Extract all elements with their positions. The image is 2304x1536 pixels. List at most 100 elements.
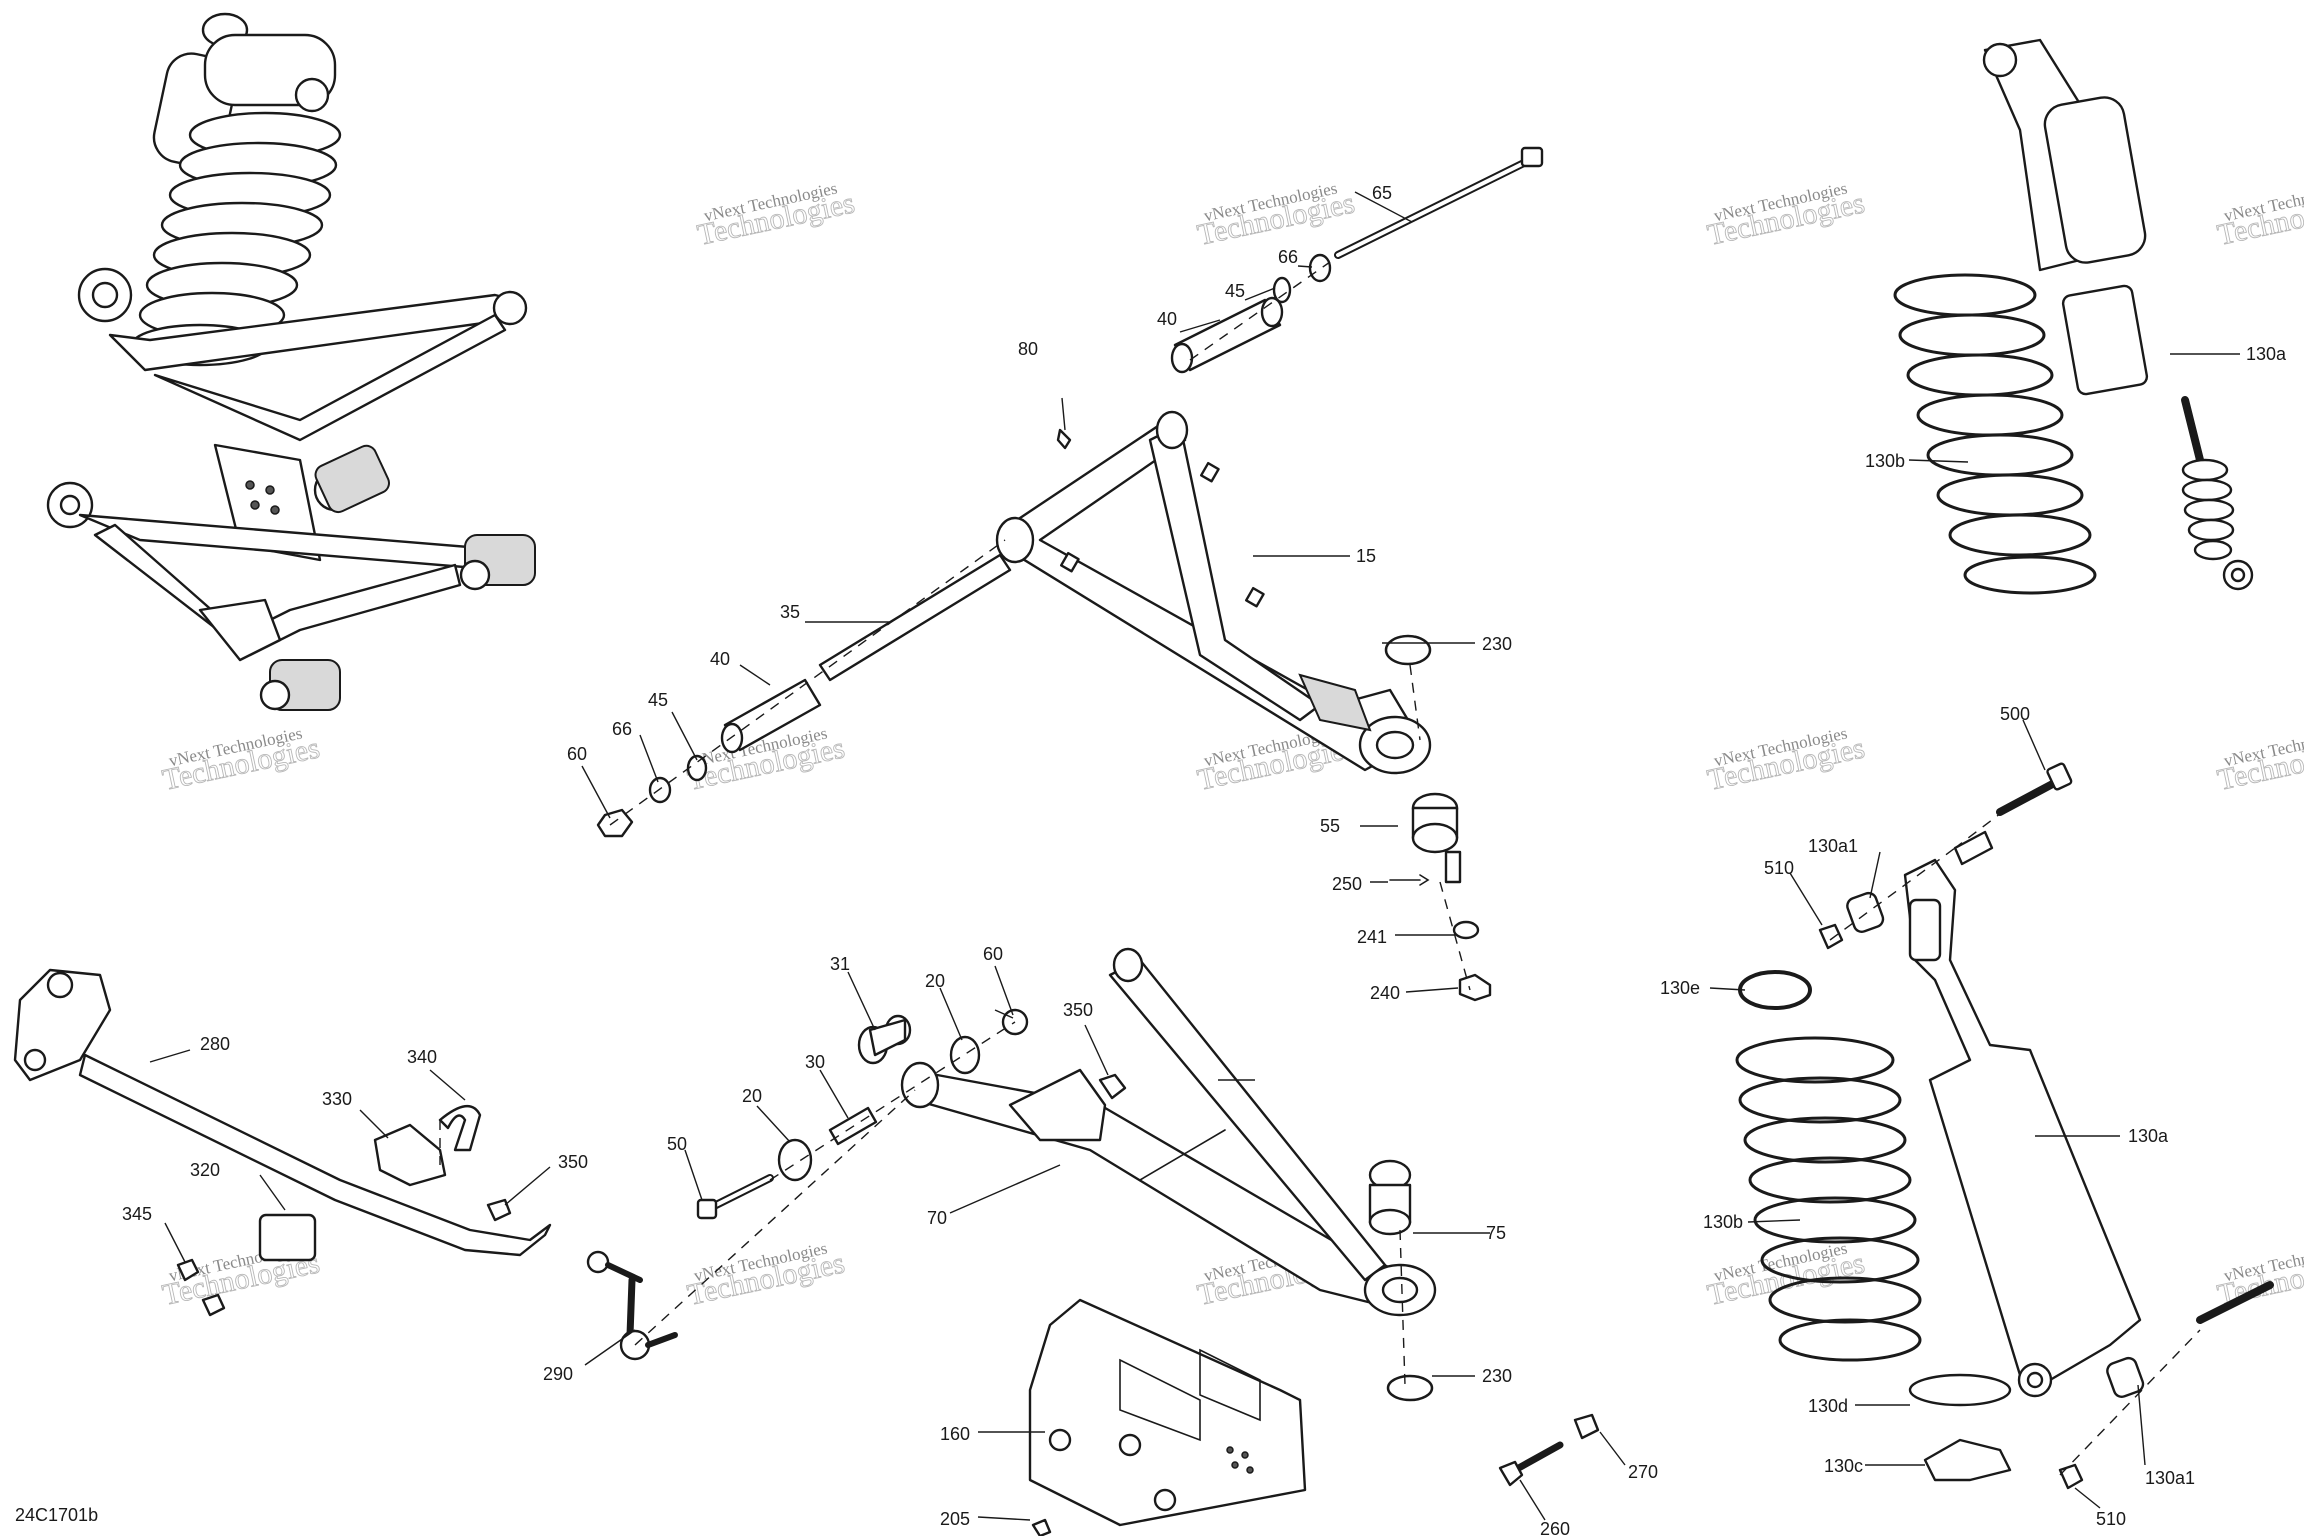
callout-70: 70 bbox=[927, 1208, 947, 1228]
coil-spring-130b bbox=[1735, 1036, 1922, 1362]
callout-15: 15 bbox=[1356, 546, 1376, 566]
sleeve bbox=[1953, 830, 1994, 866]
ball-joint-55 bbox=[1411, 792, 1462, 884]
nut-60 bbox=[596, 808, 634, 838]
callout-130b: 130b bbox=[1703, 1212, 1743, 1232]
callout-66: 66 bbox=[1278, 247, 1298, 267]
callout-130b: 130b bbox=[1865, 451, 1905, 471]
callout-350: 350 bbox=[558, 1152, 588, 1172]
callout-130a1: 130a1 bbox=[2145, 1468, 2195, 1488]
skid-plate-160 bbox=[1028, 1298, 1307, 1527]
bracket-330 bbox=[373, 1123, 447, 1187]
retainer-130e bbox=[1738, 970, 1812, 1010]
lower-a-arm-group bbox=[696, 947, 1600, 1536]
bracket-31 bbox=[857, 1014, 912, 1065]
watermark: Technologies vNext Technologies bbox=[1194, 178, 1358, 252]
watermark: Technologies vNext Technologies bbox=[2214, 1238, 2304, 1312]
sleeve-35 bbox=[818, 553, 1012, 682]
callout-80: 80 bbox=[1018, 339, 1038, 359]
callout-240: 240 bbox=[1370, 983, 1400, 1003]
callout-290: 290 bbox=[543, 1364, 573, 1384]
bolt-260 bbox=[1498, 1441, 1564, 1487]
callout-510: 510 bbox=[1764, 858, 1794, 878]
sway-link-290 bbox=[586, 1250, 678, 1361]
upper-a-arm-15 bbox=[995, 410, 1432, 775]
callout-320: 320 bbox=[190, 1160, 220, 1180]
lower-a-arm-70 bbox=[900, 947, 1437, 1317]
callout-50: 50 bbox=[667, 1134, 687, 1154]
figure-id: 24C1701b bbox=[15, 1505, 98, 1525]
callout-130a1: 130a1 bbox=[1808, 836, 1858, 856]
watermark: Technologies vNext Technologies bbox=[1704, 178, 1868, 252]
bolt-50 bbox=[696, 1174, 774, 1220]
nut-240 bbox=[1458, 973, 1492, 1002]
sway-bar-280 bbox=[78, 1053, 552, 1257]
nut-510 bbox=[1818, 923, 1844, 950]
callout-130a: 130a bbox=[2128, 1126, 2169, 1146]
u-bolt-340 bbox=[438, 1105, 482, 1152]
screw-205 bbox=[1031, 1518, 1052, 1536]
bolt-65 bbox=[1334, 146, 1544, 259]
callout-labels: 15 230 55 250 241 240 65 66 45 40 80 35 … bbox=[122, 183, 2287, 1536]
callout-31: 31 bbox=[830, 954, 850, 974]
watermark: Technologies vNext Technologies bbox=[694, 178, 858, 252]
callout-40: 40 bbox=[1157, 309, 1177, 329]
callout-345: 345 bbox=[122, 1204, 152, 1224]
callout-30: 30 bbox=[805, 1052, 825, 1072]
callout-75: 75 bbox=[1486, 1223, 1506, 1243]
callout-280: 280 bbox=[200, 1034, 230, 1054]
bushing-320 bbox=[258, 1213, 317, 1262]
callout-130c: 130c bbox=[1824, 1456, 1863, 1476]
callout-45: 45 bbox=[1225, 281, 1245, 301]
callout-130a: 130a bbox=[2246, 344, 2287, 364]
callout-40: 40 bbox=[710, 649, 730, 669]
collar-130c bbox=[1923, 1438, 2012, 1482]
callout-510: 510 bbox=[2096, 1509, 2126, 1529]
circlip-230 bbox=[1386, 1374, 1434, 1402]
nut-350 bbox=[1098, 1073, 1127, 1100]
callout-45: 45 bbox=[648, 690, 668, 710]
callout-20: 20 bbox=[925, 971, 945, 991]
bushing-20 bbox=[777, 1138, 813, 1182]
watermark: Technologies vNext Technologies bbox=[159, 723, 323, 797]
nut-350 bbox=[486, 1198, 512, 1222]
callout-65: 65 bbox=[1372, 183, 1392, 203]
washer-66 bbox=[1308, 253, 1332, 283]
callout-340: 340 bbox=[407, 1047, 437, 1067]
upper-a-arm-group bbox=[596, 146, 1544, 1002]
cotter-pin-250 bbox=[1389, 874, 1430, 886]
washer-45 bbox=[1272, 276, 1292, 304]
callout-130e: 130e bbox=[1660, 978, 1700, 998]
watermark: Technologies vNext Technologies bbox=[2214, 178, 2304, 252]
coil-spring-top bbox=[1893, 273, 2097, 595]
bushing-20 bbox=[949, 1035, 981, 1075]
callout-260: 260 bbox=[1540, 1519, 1570, 1536]
callout-60: 60 bbox=[983, 944, 1003, 964]
watermark: Technologies vNext Technologies bbox=[1704, 1238, 1868, 1312]
nut-270 bbox=[1573, 1413, 1600, 1440]
assembly-lines bbox=[439, 261, 2201, 1476]
washer-241 bbox=[1452, 920, 1480, 940]
callout-270: 270 bbox=[1628, 1462, 1658, 1482]
spring-seat-130d bbox=[1908, 1373, 2012, 1407]
callout-55: 55 bbox=[1320, 816, 1340, 836]
overview-assembly-drawing bbox=[46, 12, 536, 711]
callout-205: 205 bbox=[940, 1509, 970, 1529]
callout-160: 160 bbox=[940, 1424, 970, 1444]
circlip-230 bbox=[1384, 634, 1432, 666]
callout-350: 350 bbox=[1063, 1000, 1093, 1020]
callout-130d: 130d bbox=[1808, 1396, 1848, 1416]
shock-assembly-top bbox=[1893, 38, 2254, 595]
bushing-130a1 bbox=[1846, 891, 1885, 933]
watermark: Technologies vNext Technologies bbox=[684, 1238, 848, 1312]
callout-20: 20 bbox=[742, 1086, 762, 1106]
bushing-130a1 bbox=[2106, 1356, 2145, 1398]
callout-500: 500 bbox=[2000, 704, 2030, 724]
nut-510 bbox=[2058, 1463, 2084, 1490]
callout-330: 330 bbox=[322, 1089, 352, 1109]
clip-80 bbox=[1056, 428, 1072, 450]
bolt-500 bbox=[1996, 762, 2073, 816]
callout-230: 230 bbox=[1482, 1366, 1512, 1386]
ball-joint-75 bbox=[1368, 1159, 1412, 1236]
